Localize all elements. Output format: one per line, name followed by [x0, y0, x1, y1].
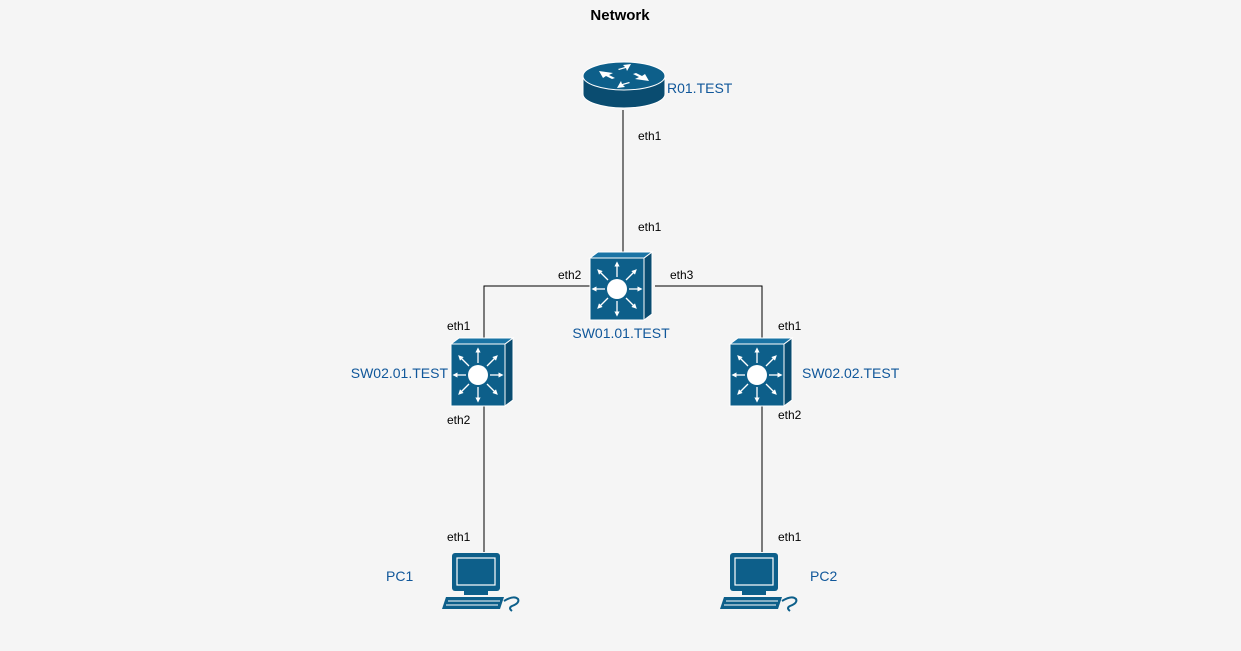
port-label: eth3: [670, 268, 694, 282]
router-label: R01.TEST: [667, 80, 733, 96]
port-label: eth1: [638, 220, 662, 234]
switch-right-label: SW02.02.TEST: [802, 365, 900, 381]
port-label: eth2: [447, 413, 471, 427]
switch-right-node[interactable]: SW02.02.TEST: [730, 338, 900, 406]
port-label: eth1: [638, 129, 662, 143]
router-node[interactable]: R01.TEST: [582, 61, 733, 109]
pc-right-label: PC2: [810, 568, 837, 584]
layer3-switch-icon: [451, 338, 513, 406]
link-core-right: [655, 285, 763, 343]
core-switch-node[interactable]: SW01.01.TEST: [572, 252, 670, 341]
switch-left-node[interactable]: SW02.01.TEST: [351, 338, 513, 406]
port-label: eth2: [558, 268, 582, 282]
port-label: eth1: [778, 530, 802, 544]
pc-left-label: PC1: [386, 568, 413, 584]
workstation-icon: [719, 552, 798, 612]
pc-left-node[interactable]: PC1: [386, 552, 520, 612]
port-label: eth1: [778, 319, 802, 333]
port-label: eth2: [778, 408, 802, 422]
layer3-switch-icon: [730, 338, 792, 406]
link-core-left: [483, 285, 590, 343]
layer3-switch-icon: [590, 252, 652, 320]
port-label: eth1: [447, 319, 471, 333]
router-icon: [582, 61, 666, 109]
diagram-title: Network: [590, 7, 650, 24]
pc-right-node[interactable]: PC2: [719, 552, 837, 612]
workstation-icon: [441, 552, 520, 612]
port-label: eth1: [447, 530, 471, 544]
core-switch-label: SW01.01.TEST: [572, 325, 670, 341]
switch-left-label: SW02.01.TEST: [351, 365, 449, 381]
